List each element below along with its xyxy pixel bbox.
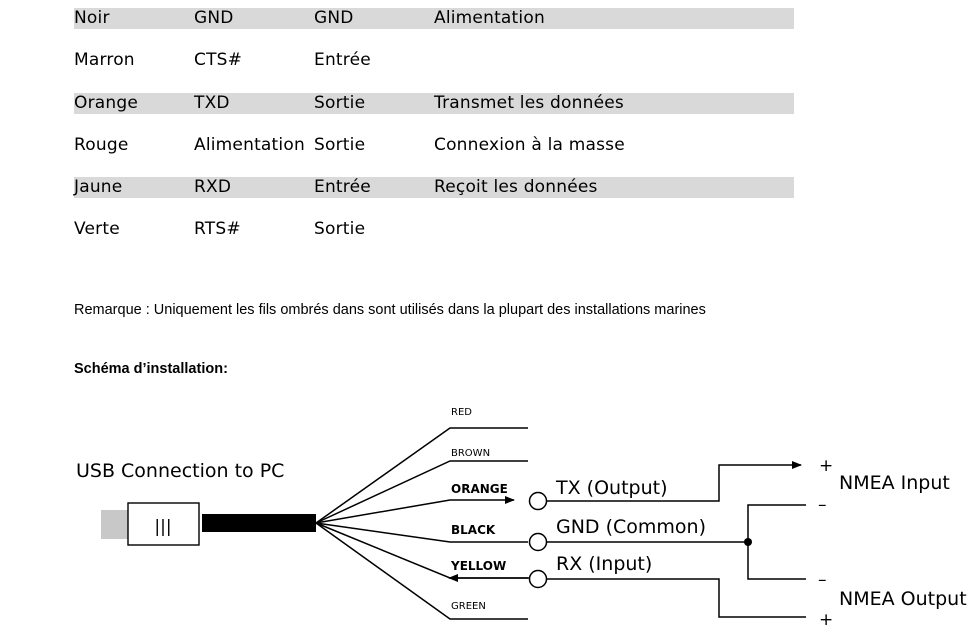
wire-label-yellow: YELLOW xyxy=(450,559,506,573)
wire-label-orange: ORANGE xyxy=(451,482,508,496)
wire-direction-cell: Entrée xyxy=(314,50,371,71)
wire-color-cell: Orange xyxy=(74,92,139,113)
nmea-output-minus-sign: – xyxy=(818,570,827,590)
rx-input-label: RX (Input) xyxy=(556,553,652,575)
usb-symbol: ||| xyxy=(154,517,171,537)
wire-signal-cell: CTS# xyxy=(194,50,243,71)
wire-description-cell: Transmet les données xyxy=(434,92,624,113)
schema-heading: Schéma d’installation: xyxy=(74,361,228,377)
wire-signal-cell: RTS# xyxy=(194,219,241,240)
gnd-terminal xyxy=(528,532,548,552)
usb-plug-body xyxy=(127,502,200,546)
table-row: Marron CTS# Entrée xyxy=(74,50,794,92)
nmea-output-label: NMEA Output xyxy=(839,588,967,610)
wire-label-red: RED xyxy=(451,407,472,418)
wire-direction-cell: GND xyxy=(314,8,354,28)
table-row: Verte RTS# Sortie xyxy=(74,219,794,261)
tx-to-nmea-input-plus xyxy=(547,461,802,502)
table-row: Noir GND GND Alimentation xyxy=(74,8,794,50)
tx-output-label: TX (Output) xyxy=(555,477,668,499)
nmea-input-plus-sign: + xyxy=(819,456,833,476)
wire-description-cell: Reçoit les données xyxy=(434,177,598,198)
wire-description-cell: Alimentation xyxy=(434,8,545,28)
wire-description-cell: Connexion à la masse xyxy=(434,134,625,155)
usb-plug-metal xyxy=(101,510,128,539)
usb-connection-label: USB Connection to PC xyxy=(76,460,284,482)
wire-signal-cell: Alimentation xyxy=(194,134,305,155)
wire-label-black: BLACK xyxy=(451,523,496,537)
wire-direction-cell: Sortie xyxy=(314,219,366,240)
rx-to-nmea-output-plus xyxy=(547,578,806,618)
table-row: Orange TXD Sortie Transmet les données xyxy=(74,92,794,135)
ground-junction-dot xyxy=(744,538,752,546)
wire-signal-cell: GND xyxy=(194,8,234,28)
installation-note: Remarque : Uniquement les fils ombrés da… xyxy=(74,302,706,318)
wire-direction-cell: Sortie xyxy=(314,134,366,155)
wire-orange xyxy=(315,496,515,524)
wire-direction-cell: Entrée xyxy=(314,177,371,198)
wire-color-cell: Marron xyxy=(74,50,135,71)
wire-color-cell: Rouge xyxy=(74,134,129,155)
tx-terminal xyxy=(528,491,548,511)
wire-color-cell: Jaune xyxy=(74,177,123,198)
rx-terminal xyxy=(528,569,548,589)
wire-label-green: GREEN xyxy=(451,601,486,612)
nmea-minus-bus xyxy=(747,504,806,580)
wire-red xyxy=(315,427,528,524)
nmea-output-plus-sign: + xyxy=(819,610,833,630)
wire-direction-cell: Sortie xyxy=(314,92,366,113)
nmea-input-label: NMEA Input xyxy=(839,472,950,494)
table-row: Jaune RXD Entrée Reçoit les données xyxy=(74,177,794,219)
wire-color-cell: Verte xyxy=(74,219,120,240)
wire-green xyxy=(315,522,528,620)
wire-brown xyxy=(315,460,528,524)
usb-cable xyxy=(202,514,316,532)
wire-color-table: Noir GND GND Alimentation Marron CTS# En… xyxy=(74,8,794,262)
table-row: Rouge Alimentation Sortie Connexion à la… xyxy=(74,135,794,177)
wire-signal-cell: RXD xyxy=(194,177,232,198)
wire-signal-cell: TXD xyxy=(194,92,230,113)
wire-black xyxy=(315,522,528,543)
wire-color-cell: Noir xyxy=(74,8,110,28)
gnd-common-label: GND (Common) xyxy=(556,516,706,538)
fanout-wires xyxy=(315,427,528,620)
nmea-input-minus-sign: – xyxy=(818,495,827,515)
wire-label-brown: BROWN xyxy=(451,448,490,459)
